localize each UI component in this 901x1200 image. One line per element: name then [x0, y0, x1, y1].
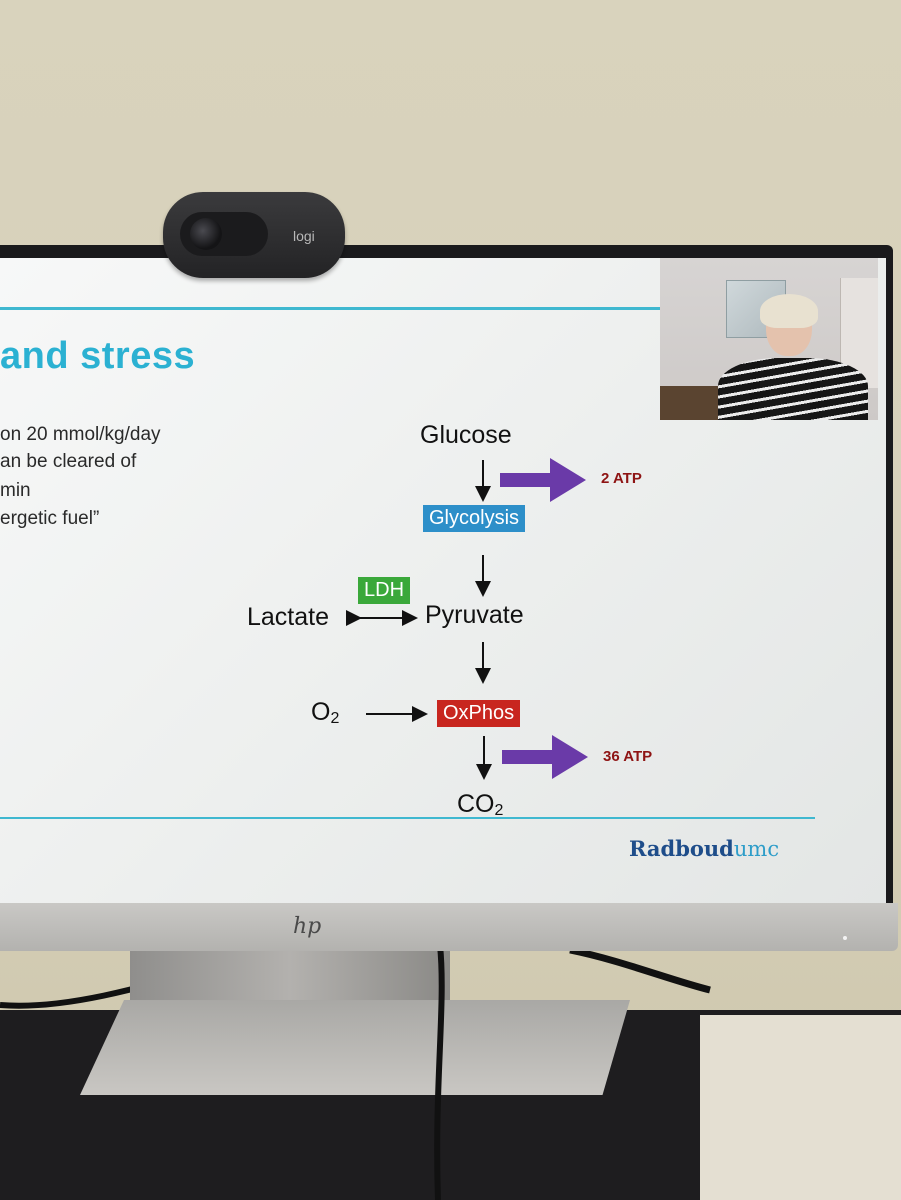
co2-subscript: 2 [494, 802, 504, 819]
node-lactate: Lactate [247, 603, 330, 631]
node-pyruvate: Pyruvate [425, 601, 524, 629]
box-oxphos: OxPhos [437, 700, 521, 727]
webcam-brand-label: logi [293, 228, 315, 244]
monitor-bottom-bezel [0, 903, 898, 951]
slide-bullet-3: min [0, 480, 31, 501]
slide-bullet-2: an be cleared of [0, 451, 137, 472]
hp-logo: hp [293, 914, 322, 939]
presenter-hair [760, 294, 818, 328]
cable-center [434, 945, 445, 1200]
power-led [843, 936, 847, 940]
co2-main: CO [457, 790, 495, 818]
slide-bullet-4: ergetic fuel” [0, 508, 100, 529]
atp-label-oxphos: 36 ATP [603, 748, 653, 765]
slide-bottom-rule [0, 817, 815, 819]
radboudumc-logo: Radboudumc [629, 836, 779, 861]
node-glucose: Glucose [420, 421, 512, 449]
o2-subscript: 2 [330, 710, 340, 727]
presenter-video-inset [660, 258, 878, 420]
webcam-lens [190, 218, 222, 250]
slide-top-rule [0, 307, 660, 310]
logo-suffix: umc [733, 837, 780, 861]
atp-arrow-glycolysis [500, 458, 586, 502]
background-chair [660, 386, 724, 420]
slide-bullet-1: on 20 mmol/kg/day [0, 424, 161, 445]
presenter-torso [718, 358, 868, 420]
monitor-stand-base [80, 1000, 630, 1095]
desk-surface-light [700, 1015, 901, 1200]
box-glycolysis: Glycolysis [423, 505, 526, 532]
atp-label-glycolysis: 2 ATP [601, 470, 642, 487]
o2-main: O [311, 698, 331, 726]
background-door [840, 278, 878, 388]
box-ldh: LDH [358, 577, 411, 604]
cable-right [569, 946, 711, 994]
node-o2: O2 [311, 698, 339, 728]
atp-arrow-oxphos [502, 735, 588, 779]
node-co2: CO2 [457, 790, 503, 820]
slide-title: and stress [0, 335, 196, 377]
logo-main: Radboud [629, 836, 734, 861]
